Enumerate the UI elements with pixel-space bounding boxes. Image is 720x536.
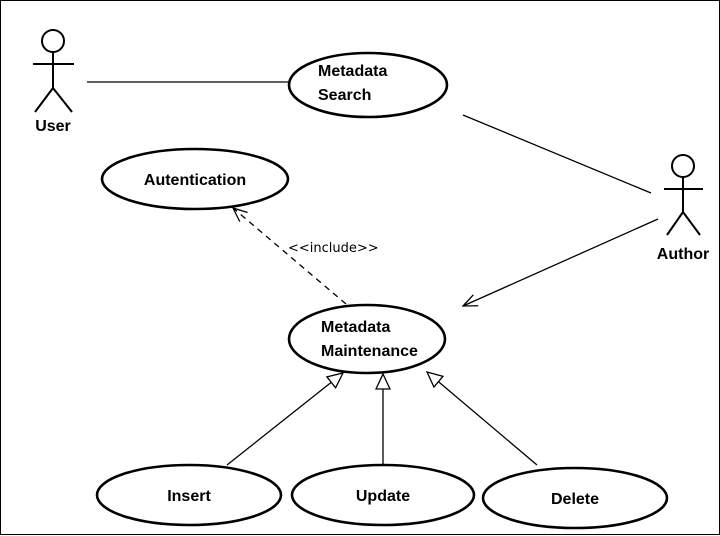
include-dependency — [233, 208, 347, 305]
update-label: Update — [356, 488, 410, 505]
use-case-authentication: Autentication — [100, 147, 290, 211]
generalization-insert — [226, 373, 343, 466]
include-label: <<include>> — [288, 241, 379, 256]
delete-label: Delete — [551, 491, 599, 508]
stick-figure-icon — [33, 29, 74, 113]
association-author-maintenance — [463, 218, 659, 306]
generalization-delete — [427, 372, 538, 466]
maintenance-label-line2: Maintenance — [321, 343, 418, 360]
metadata-search-label-line1: Metadata — [318, 63, 387, 80]
use-case-metadata-search: Metadata Search — [287, 51, 449, 119]
use-case-metadata-maintenance: Metadata Maintenance — [287, 303, 447, 375]
association-author-search — [462, 114, 652, 194]
use-case-insert: Insert — [95, 463, 283, 527]
metadata-search-label-line2: Search — [318, 87, 371, 104]
stick-figure-icon — [664, 154, 703, 236]
authentication-label: Autentication — [144, 172, 246, 189]
actor-author: Author — [657, 154, 709, 263]
use-case-update: Update — [290, 463, 476, 527]
insert-label: Insert — [167, 488, 211, 505]
use-case-delete: Delete — [481, 466, 669, 530]
actor-author-label: Author — [657, 246, 709, 263]
actor-user: User — [33, 29, 74, 135]
actor-user-label: User — [35, 118, 71, 135]
maintenance-label-line1: Metadata — [321, 319, 390, 336]
